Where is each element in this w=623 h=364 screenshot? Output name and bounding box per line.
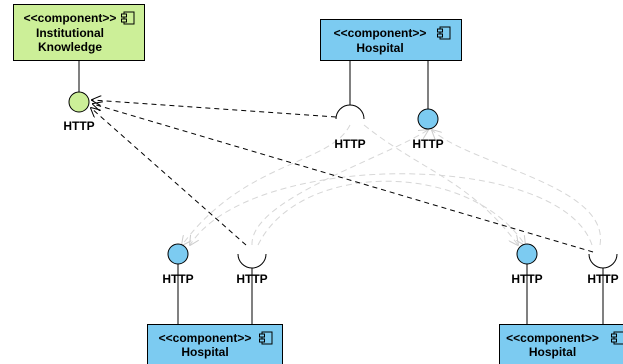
bl-required-interface[interactable] [237,253,267,269]
top-required-interface-label: HTTP [334,137,366,151]
dep-br-to-top [432,130,601,246]
component-name: Hospital [356,41,404,55]
component-icon [259,331,273,345]
component-name: Hospital [181,345,229,359]
br-required-interface-label: HTTP [587,272,619,286]
ik-provided-interface[interactable] [68,91,90,113]
component-stereotype: <<component>> [506,331,599,345]
dep-top-to-ik [92,100,337,118]
dep-top-to-br [363,124,518,245]
hospital-component-bottom-left[interactable]: <<component>> Hospital [147,324,283,364]
dep-top-to-bl [182,124,351,245]
component-stereotype: <<component>> [23,11,117,25]
dep-br-to-bl [190,173,593,245]
component-name-line2: Knowledge [37,40,102,54]
br-required-interface[interactable] [588,253,618,269]
dep-bl-to-br [257,180,525,245]
dep-bl-to-top [251,130,428,246]
component-icon [121,11,135,25]
bl-provided-interface-label: HTTP [162,272,194,286]
component-icon [611,331,623,345]
hospital-component-top[interactable]: <<component>> Hospital [320,19,462,61]
component-name-line1: Institutional [36,26,104,40]
bl-required-interface-label: HTTP [236,272,268,286]
dep-br-to-ik [93,104,594,253]
hospital-component-bottom-right[interactable]: <<component>> Hospital [499,324,623,364]
institutional-knowledge-component[interactable]: <<component>> Institutional Knowledge [13,4,145,61]
br-provided-interface[interactable] [516,243,538,265]
top-provided-interface[interactable] [417,108,439,130]
dep-bl-to-ik [91,108,247,246]
ik-interface-label: HTTP [63,119,95,133]
top-provided-interface-label: HTTP [412,137,444,151]
component-stereotype: <<component>> [333,26,427,40]
component-name: Hospital [528,345,577,359]
br-provided-interface-label: HTTP [511,272,543,286]
component-icon [437,26,451,40]
top-required-interface[interactable] [335,104,365,120]
bl-provided-interface[interactable] [167,243,189,265]
component-stereotype: <<component>> [158,331,252,345]
